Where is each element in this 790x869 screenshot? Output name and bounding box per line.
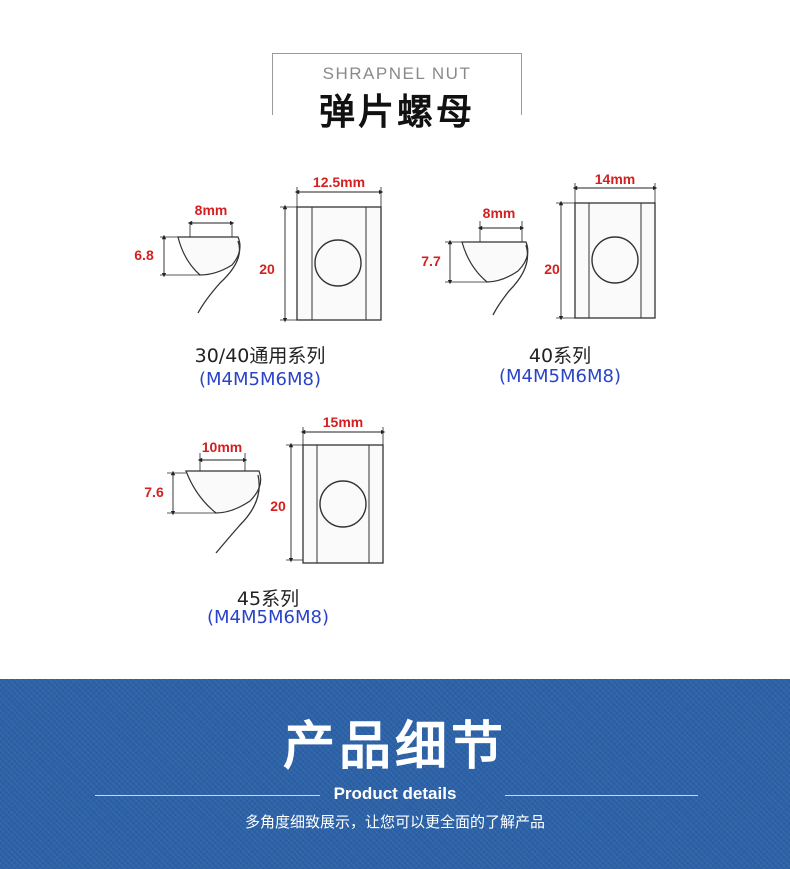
series-sizes-3: (M4M5M6M8) — [207, 607, 329, 628]
divider-right — [505, 795, 698, 796]
dim-height: 7.7 — [421, 253, 441, 269]
thread-hole — [591, 236, 639, 284]
page-title: 弹片螺母 — [292, 88, 502, 138]
divider-left — [95, 795, 320, 796]
footer-subtitle: 多角度细致展示，让您可以更全面的了解产品 — [244, 813, 545, 831]
series-caption-1: 30/40通用系列 — [194, 345, 326, 367]
dim-plate-height: 20 — [544, 261, 560, 277]
spring-clip-line — [492, 244, 529, 316]
title-english: SHRAPNEL NUT — [322, 64, 472, 83]
dim-top-width: 8mm — [195, 202, 228, 218]
nut-diagram-2: 8mm 7.7 14mm 20 — [421, 171, 658, 321]
series-caption-2: 40系列 — [528, 345, 592, 367]
dim-plate-height: 20 — [259, 261, 275, 277]
nut-profile-shape — [177, 236, 241, 276]
product-details-banner — [0, 679, 790, 869]
title-frame — [272, 53, 522, 115]
dim-plate-height: 20 — [270, 498, 286, 514]
series-caption-3: 45系列 — [236, 588, 300, 610]
series-sizes-2: (M4M5M6M8) — [499, 366, 621, 387]
spring-clip-line — [215, 474, 260, 554]
nut-profile-shape — [461, 241, 529, 283]
dim-top-width: 8mm — [483, 205, 516, 221]
dim-plate-width: 15mm — [323, 414, 363, 430]
dim-plate-width: 14mm — [595, 171, 635, 187]
dim-height: 6.8 — [134, 247, 154, 263]
dim-height: 7.6 — [144, 484, 164, 500]
footer-title-english: Product details — [333, 784, 457, 803]
nut-diagram-3: 10mm 7.6 15mm 20 — [144, 414, 386, 564]
spring-clip-line — [197, 240, 241, 314]
dim-plate-width: 12.5mm — [313, 174, 365, 190]
thread-hole — [319, 480, 367, 528]
nut-diagram-1: 8mm 6.8 12.5mm 20 — [134, 174, 384, 323]
nut-profile-shape — [185, 470, 262, 514]
footer-title: 产品细节 — [282, 717, 507, 777]
series-sizes-1: (M4M5M6M8) — [199, 369, 321, 390]
thread-hole — [314, 239, 362, 287]
dim-top-width: 10mm — [202, 439, 242, 455]
